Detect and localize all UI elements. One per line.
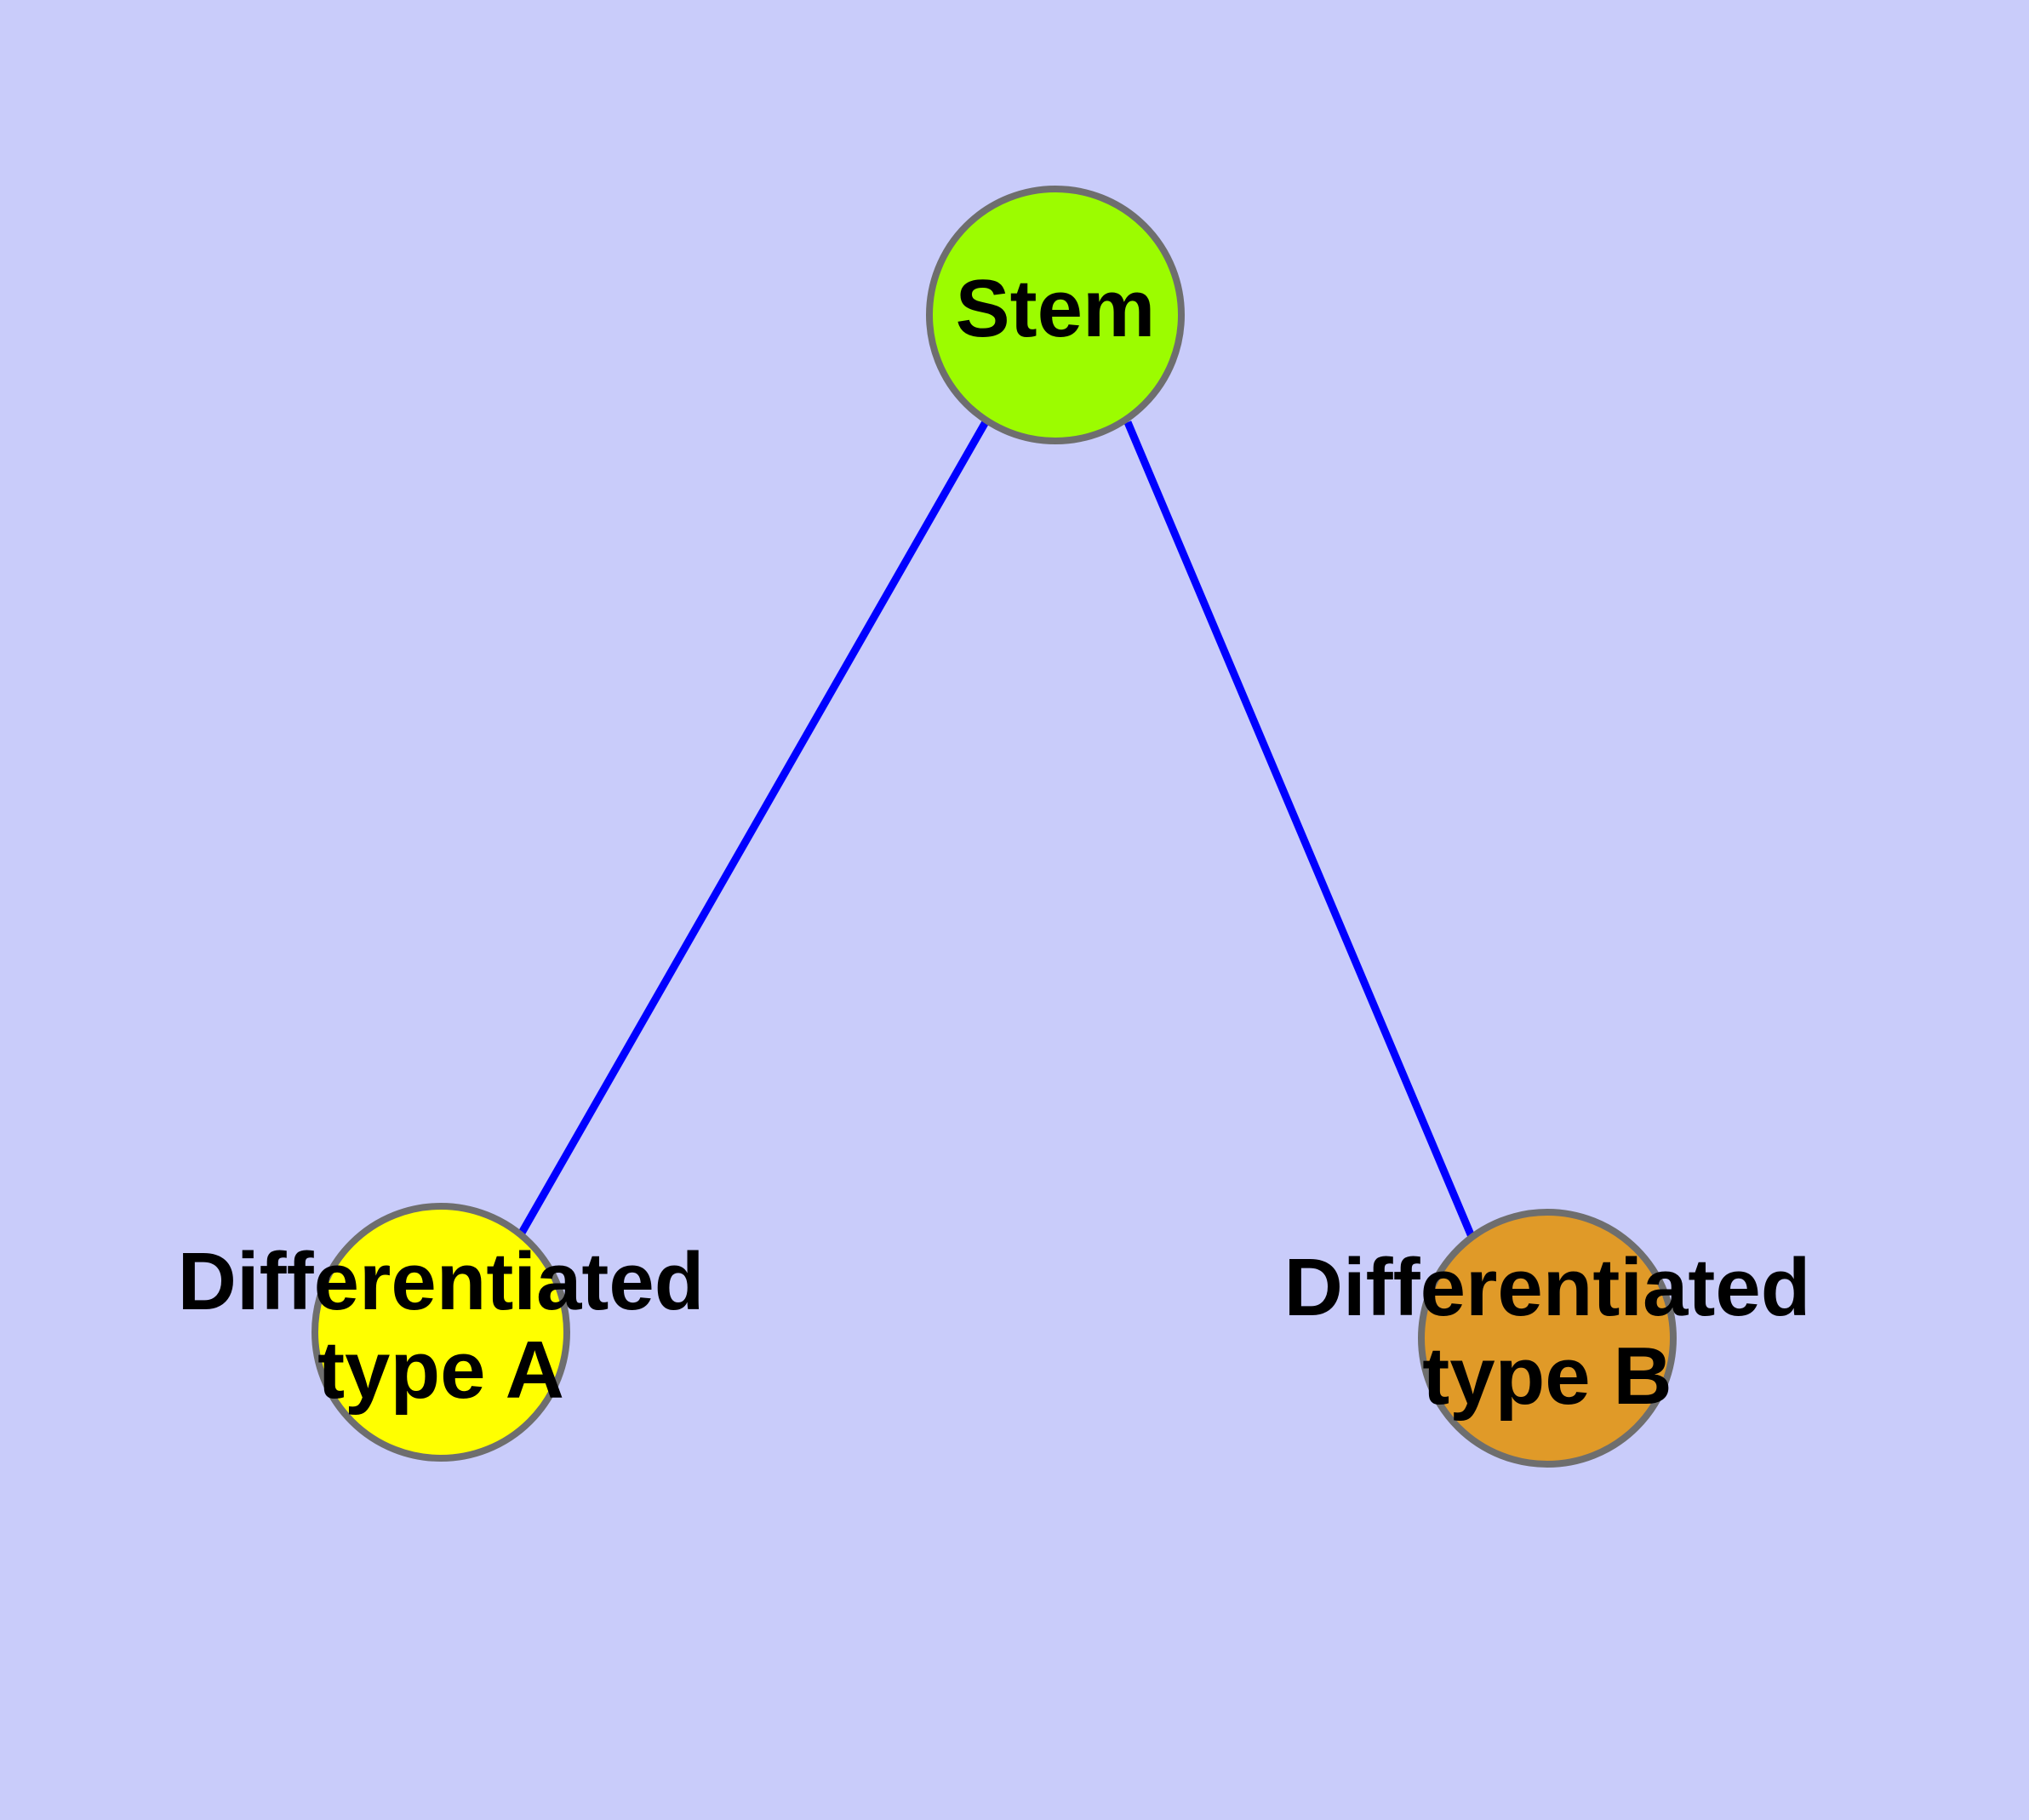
node-diff-type-a-circle[interactable] bbox=[311, 1203, 570, 1462]
node-diff-type-b-circle[interactable] bbox=[1418, 1209, 1677, 1468]
nodes-layer bbox=[311, 186, 1677, 1468]
node-diff-type-a[interactable] bbox=[311, 1203, 570, 1462]
node-stem-circle[interactable] bbox=[926, 186, 1185, 444]
node-label-line: Differentiated bbox=[1284, 1243, 1811, 1334]
edge-stem-to-type-b bbox=[1123, 421, 1477, 1240]
edge-stem-to-type-a bbox=[517, 418, 990, 1237]
node-label-line: Stem bbox=[956, 263, 1156, 354]
node-diff-type-b[interactable] bbox=[1418, 1209, 1677, 1468]
node-stem-label: Stem bbox=[956, 263, 1156, 354]
node-label-line: type A bbox=[317, 1325, 564, 1416]
edges-layer bbox=[517, 418, 1477, 1240]
node-stem[interactable] bbox=[926, 186, 1185, 444]
node-label-line: Differentiated bbox=[178, 1237, 705, 1328]
node-label-line: type B bbox=[1422, 1331, 1672, 1422]
